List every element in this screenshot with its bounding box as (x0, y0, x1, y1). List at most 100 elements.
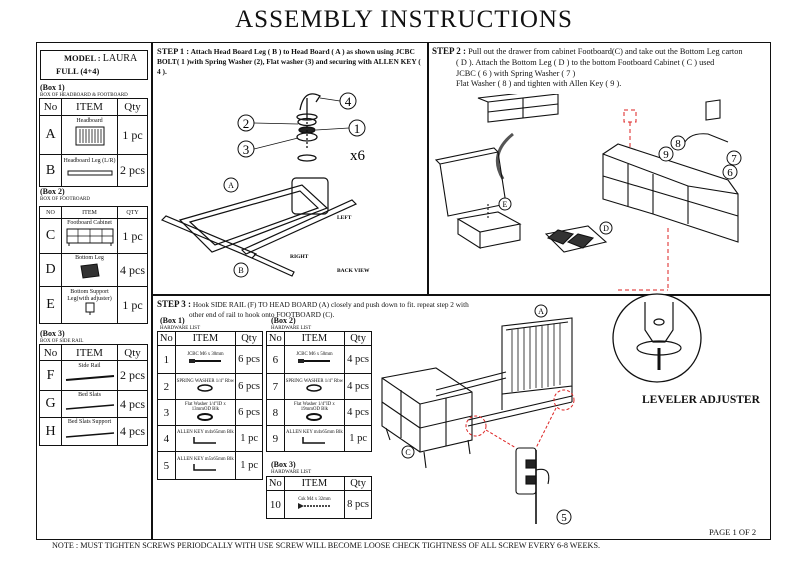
col-qty: Qty (117, 98, 148, 116)
part-qty: 4 pcs (117, 390, 148, 418)
step3-divider (151, 294, 771, 296)
part-no: D (39, 253, 62, 287)
callout-9: 9 (663, 149, 669, 161)
hw-no: 3 (157, 399, 176, 426)
hw-no: 10 (266, 490, 285, 519)
table-row: G Bed Slats 4 pcs (39, 390, 148, 418)
col-item: ITEM (61, 98, 118, 116)
step3-line2: other end of rail to hook onto FOOTBOARD… (189, 310, 335, 320)
hw-qty: 4 pcs (344, 399, 372, 426)
col-no: NO (39, 206, 62, 219)
hw-item: ALLEN KEY m4x65mm Blk (286, 429, 343, 435)
table-row: C Footboard Cabinet 1 pc (39, 218, 148, 254)
hw-no: 8 (266, 399, 285, 426)
box3-sub: BOX OF SIDE RAIL (40, 339, 84, 344)
bolt-icon (189, 359, 222, 363)
cabinet-illustration (66, 228, 113, 246)
step2-line4: Flat Washer ( 8 ) and tighten with Allen… (456, 79, 622, 89)
support-leg-illustration (85, 302, 94, 315)
table-row: A Headboard 1 pc (39, 115, 148, 155)
part-name: Bottom Support Leg(with adjuster) (67, 289, 112, 302)
qty-x6: x6 (350, 148, 366, 164)
model-name: LAURA (102, 53, 138, 64)
part-qty: 1 pc (117, 218, 148, 254)
label-left: LEFT (337, 215, 352, 221)
box2-sub: BOX OF FOOTBOARD (40, 197, 91, 202)
headboard-illustration (75, 126, 104, 146)
hw-item: Flat Washer 1/4"ID x 19mmOD Blk (294, 402, 335, 413)
document-frame (36, 42, 771, 540)
box1-label: (Box 1) (40, 83, 65, 92)
part-no: H (39, 417, 62, 446)
part-no: A (39, 115, 62, 155)
col-item: ITEM (283, 476, 346, 491)
hw-item: JCBC M6 x 50mm (296, 351, 333, 357)
col-no: No (157, 331, 176, 346)
allen-key-icon (302, 437, 326, 444)
part-no: E (39, 286, 62, 324)
part-name: Bed Slats (78, 391, 101, 398)
hw-qty: 6 pcs (235, 345, 263, 374)
hw-no: 1 (157, 345, 176, 374)
callout-a: A (538, 307, 544, 316)
hw-item: Csk M4 x 32mm (298, 496, 331, 502)
col-item: ITEM (61, 344, 118, 361)
callout-1: 1 (354, 121, 361, 136)
callout-b: B (238, 266, 243, 275)
hw1-heading: (Box 1) HARDWARE LIST (160, 317, 201, 332)
page-number: PAGE 1 OF 2 (709, 527, 757, 537)
hw-no: 7 (266, 373, 285, 400)
hw-qty: 4 pcs (344, 373, 372, 400)
col-no: No (39, 344, 62, 361)
hw-qty: 6 pcs (235, 399, 263, 426)
hw-item: JCBC M6 x 30mm (187, 351, 224, 357)
hw-qty: 6 pcs (235, 373, 263, 400)
part-name: Headboard (76, 118, 103, 125)
hw-no: 9 (266, 425, 285, 452)
leveler-label: LEVELER ADJUSTER (642, 394, 760, 406)
hw-qty: 1 pc (235, 425, 263, 452)
hw-no: 6 (266, 345, 285, 374)
col-item: ITEM (61, 206, 118, 219)
box2-label: (Box 2) (40, 187, 65, 196)
step2-label: STEP 2 : (432, 46, 467, 56)
step2-line3: JCBC ( 6 ) with Spring Washer ( 7 ) (456, 68, 576, 78)
leveler-detail (612, 293, 702, 383)
model-box: MODEL : LAURA FULL (4+4) (40, 50, 148, 80)
hw3-sub: HARDWARE LIST (271, 470, 312, 475)
table-row: B Headboard Leg (L/R) 2 pcs (39, 154, 148, 187)
hw1-sub: HARDWARE LIST (160, 326, 201, 331)
table-row: H Bed Slats Support 4 pcs (39, 417, 148, 446)
box1-heading: (Box 1) BOX OF HEADBOARD & FOOTBOARD (40, 83, 128, 99)
callout-7: 7 (731, 153, 737, 165)
hw3-label: (Box 3) (271, 460, 296, 469)
column-divider-left (151, 42, 153, 540)
bolt-icon (298, 359, 331, 363)
box1-parts-table: No ITEM Qty A Headboard 1 pc B Headboard… (39, 98, 148, 187)
spring-washer-icon (306, 384, 323, 392)
allen-key-icon (193, 464, 217, 471)
col-no: No (266, 331, 285, 346)
model-size: FULL (4+4) (56, 65, 100, 76)
step1-illustration: 4 2 1 3 x6 A B LEFT RIGHT BACK VIEW (160, 92, 370, 278)
hw-item: ALLEN KEY m5x65mm Blk (177, 456, 234, 462)
bed-slats-illustration (65, 404, 114, 410)
hw-qty: 1 pc (235, 451, 263, 480)
hw-no: 4 (157, 425, 176, 452)
col-item: ITEM (283, 331, 346, 346)
hw-qty: 4 pcs (344, 345, 372, 374)
step1-label: STEP 1 : (157, 46, 190, 56)
step1-text: Attach Head Board Leg ( B ) to Head Boar… (157, 47, 421, 76)
hw-no: 5 (157, 451, 176, 480)
step3-label: STEP 3 : (157, 299, 192, 309)
col-qty: Qty (344, 331, 372, 346)
flat-washer-icon (306, 412, 323, 421)
headboard-leg-illustration (67, 170, 112, 176)
callout-8: 8 (675, 138, 681, 150)
table-row: 8 Flat Washer 1/4"ID x 19mmOD Blk 4 pcs (266, 399, 372, 426)
table-row: 1 JCBC M6 x 30mm 6 pcs (157, 345, 263, 374)
